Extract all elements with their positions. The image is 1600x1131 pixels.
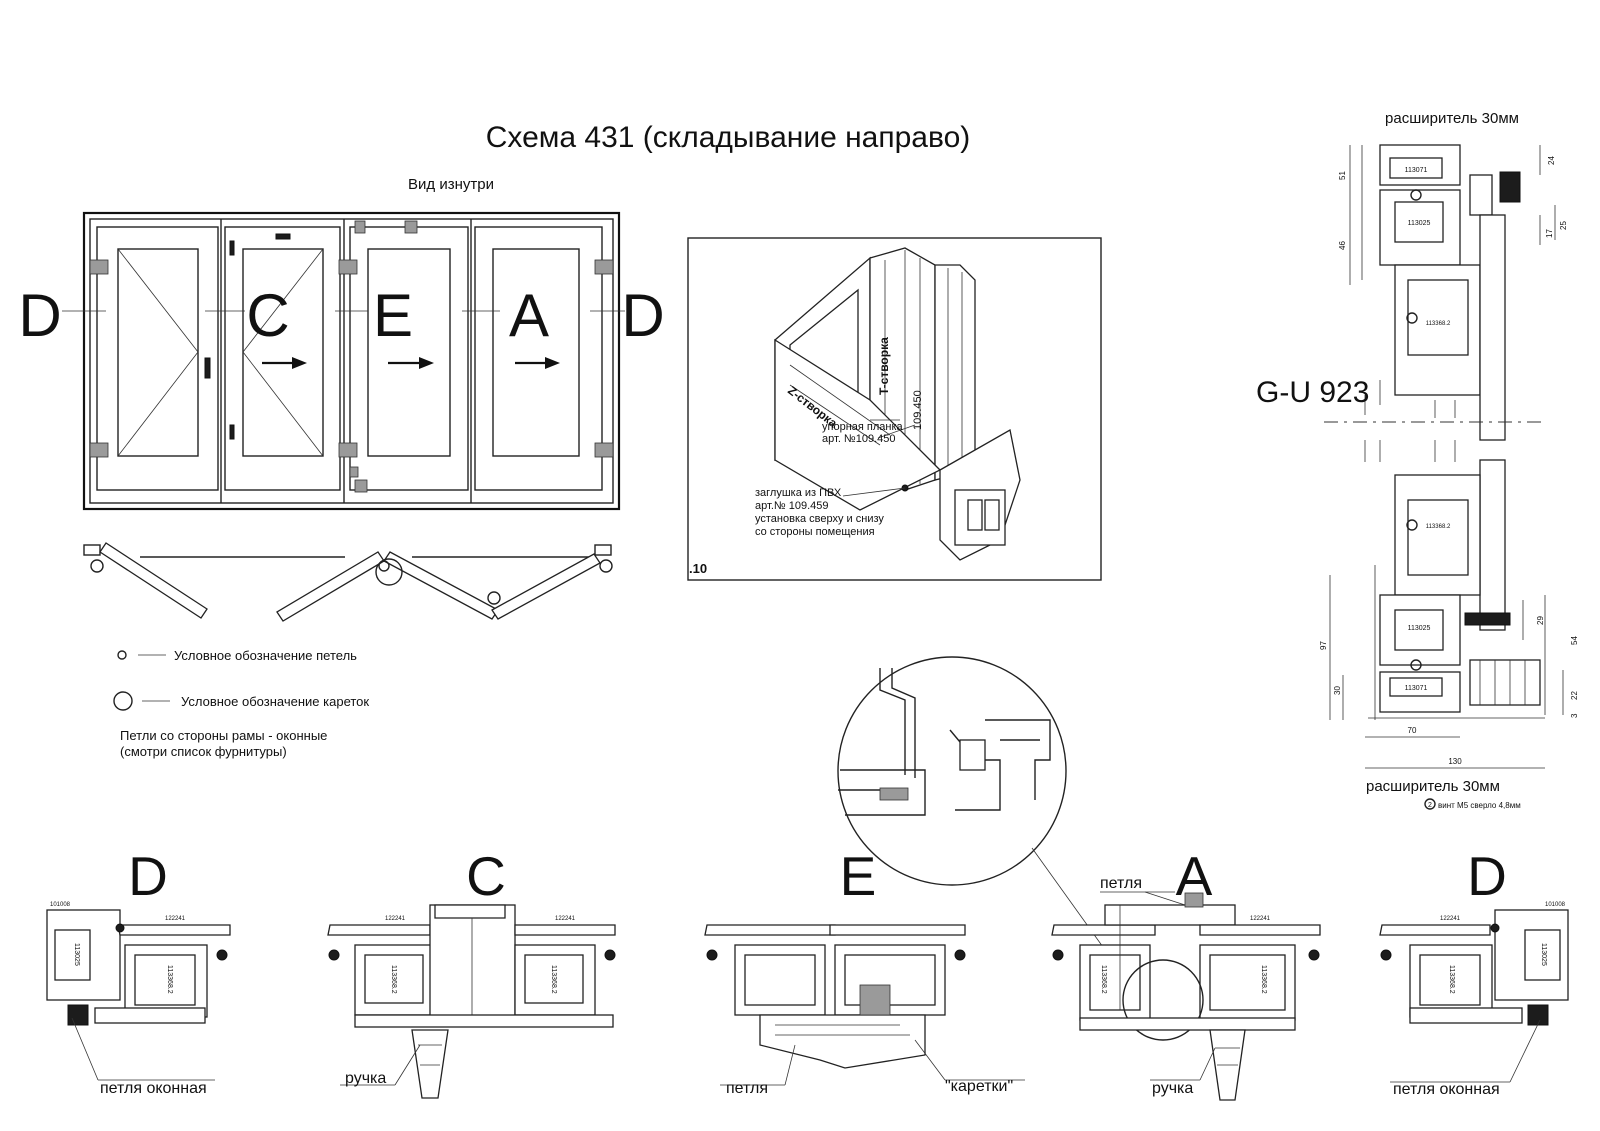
window-elevation: [62, 211, 625, 511]
part-c-122241-right: 122241: [555, 916, 576, 922]
section-d-left: 113025 101008 122241 113368.2 петля окон…: [46, 902, 231, 1097]
screw-note: винт М5 сверло 4,8мм: [1438, 801, 1521, 810]
label-stop-bar-1: упорная планка: [822, 421, 904, 433]
part-113071-bottom: 113071: [1405, 685, 1428, 692]
view-label: Вид изнутри: [408, 176, 494, 193]
label-hinge-e: петля: [726, 1080, 768, 1097]
dim-54: 54: [1570, 636, 1579, 645]
handle-icon: [411, 1029, 449, 1099]
fold-direction-arrows: [262, 357, 560, 369]
label-profile-no: 109.450: [912, 390, 924, 430]
label-carriages-e: "каретки": [945, 1078, 1013, 1095]
label-window-hinge-left: петля оконная: [100, 1080, 207, 1097]
label-handle-c: ручка: [345, 1070, 386, 1087]
dim-30: 30: [1333, 686, 1342, 695]
dim-97: 97: [1319, 641, 1328, 650]
section-c: 122241 113368.2 122241 113368.2 ручка: [327, 904, 616, 1099]
carriage-symbol-icon: [113, 691, 133, 711]
expander-label-top: расширитель 30мм: [1385, 110, 1519, 127]
folding-plan: [83, 542, 613, 622]
sash-d-left: [96, 226, 219, 491]
legend-note-2: (смотри список фурнитуры): [120, 744, 287, 759]
figure-number: .10: [689, 561, 707, 576]
part-c-113368-left: 113368.2: [390, 965, 397, 994]
section-a: 113368.2 122241 113368.2 ручка петля: [1051, 875, 1321, 1101]
dim-51: 51: [1338, 171, 1347, 180]
part-d-left-101008: 101008: [50, 902, 71, 908]
dim-17: 17: [1545, 229, 1554, 238]
legend-note-1: Петли со стороны рамы - оконные: [120, 728, 327, 743]
section-d-right: 122241 113368.2 113025 101008 петля окон…: [1379, 902, 1569, 1098]
legend: Условное обозначение петель Условное обо…: [113, 648, 369, 759]
system-label: G-U 923: [1256, 376, 1369, 409]
diagram-title: Схема 431 (складывание направо): [486, 121, 971, 154]
part-a-113368-left: 113368.2: [1100, 965, 1107, 994]
dim-22: 22: [1570, 691, 1579, 700]
part-d-left-122241: 122241: [165, 916, 186, 922]
label-window-hinge-right: петля оконная: [1393, 1081, 1500, 1098]
label-cap-2: арт.№ 109.459: [755, 500, 829, 512]
part-113368-top: 113368.2: [1426, 321, 1451, 327]
bottom-letter-d-right: D: [1467, 845, 1507, 907]
section-letter-d-right: D: [621, 282, 664, 349]
expander-label-bottom: расширитель 30мм: [1366, 778, 1500, 795]
magnified-detail: [837, 656, 1119, 969]
dim-46: 46: [1338, 241, 1347, 250]
part-d-left-113368: 113368.2: [166, 965, 173, 994]
part-113025-top: 113025: [1408, 220, 1431, 227]
part-d-left-113025: 113025: [73, 943, 80, 966]
dim-24: 24: [1547, 156, 1556, 165]
section-e: петля "каретки": [704, 924, 1025, 1097]
part-c-113368-right: 113368.2: [550, 965, 557, 994]
label-handle-a: ручка: [1152, 1080, 1193, 1097]
part-d-right-122241: 122241: [1440, 916, 1461, 922]
dim-29: 29: [1536, 616, 1545, 625]
section-letter-a: A: [509, 282, 549, 349]
dim-130: 130: [1448, 757, 1462, 766]
label-hinge-a: петля: [1100, 875, 1142, 892]
bottom-letter-c: C: [466, 845, 506, 907]
part-c-122241-left: 122241: [385, 916, 406, 922]
dim-3: 3: [1570, 713, 1579, 718]
section-letter-c: C: [246, 282, 289, 349]
part-d-right-101008: 101008: [1545, 902, 1566, 908]
screw-mark-icon: [1424, 798, 1436, 810]
part-113071-top: 113071: [1405, 167, 1428, 174]
sash-c: [224, 226, 341, 491]
part-113368-bottom: 113368.2: [1426, 524, 1451, 530]
hinge-symbol-icon: [117, 650, 127, 660]
sash-a: [474, 226, 603, 491]
part-a-122241: 122241: [1250, 916, 1271, 922]
section-letter-e: E: [373, 282, 413, 349]
part-d-right-113368: 113368.2: [1448, 965, 1455, 994]
label-cap-1: заглушка из ПВХ: [755, 487, 842, 499]
label-stop-bar-2: арт. №109.450: [822, 433, 896, 445]
label-t-sash: T-створка: [877, 337, 891, 395]
part-d-right-113025: 113025: [1540, 943, 1547, 966]
section-letter-d-left: D: [18, 282, 61, 349]
vertical-section: расширитель 30мм 113071 113025 113368.2 …: [1256, 110, 1579, 810]
legend-hinges: Условное обозначение петель: [174, 648, 357, 663]
part-a-113368-right: 113368.2: [1260, 965, 1267, 994]
part-113025-bottom: 113025: [1408, 625, 1431, 632]
screw-mark-number: 2: [1428, 802, 1432, 809]
label-cap-3: установка сверху и снизу: [755, 513, 884, 525]
dim-70: 70: [1408, 726, 1417, 735]
bottom-letter-e: E: [840, 845, 877, 907]
bottom-letter-d-left: D: [128, 845, 168, 907]
dim-25: 25: [1559, 221, 1568, 230]
legend-carriages: Условное обозначение кареток: [181, 694, 369, 709]
isometric-detail: T-створка Z-створка 109.450 упорная план…: [687, 237, 1102, 581]
label-cap-4: со стороны помещения: [755, 526, 875, 538]
